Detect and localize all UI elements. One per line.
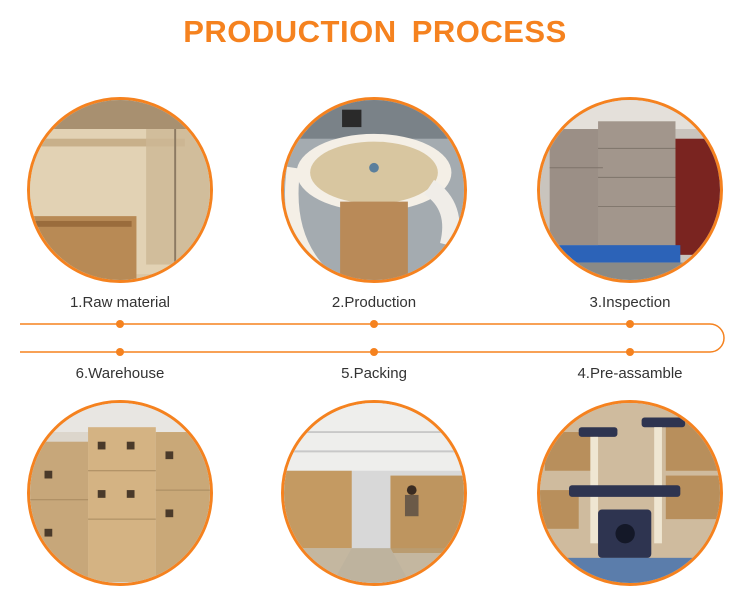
raw-material-photo xyxy=(27,97,213,283)
inspection-photo xyxy=(537,97,723,283)
page-title: PRODUCTION PROCESS xyxy=(183,14,567,49)
step-4-label: 4.Pre-assamble xyxy=(577,365,683,382)
timeline-dot-1 xyxy=(116,320,124,328)
timeline-dot-2 xyxy=(370,320,378,328)
step-3-label: 3.Inspection xyxy=(589,294,671,311)
packing-photo xyxy=(281,400,467,586)
step-1-label: 1.Raw material xyxy=(69,294,171,311)
pre-assemble-photo xyxy=(537,400,723,586)
production-photo xyxy=(281,97,467,283)
step-6-label: 6.Warehouse xyxy=(75,365,165,382)
warehouse-photo xyxy=(27,400,213,586)
timeline-dot-3 xyxy=(626,320,634,328)
timeline-line xyxy=(20,323,725,353)
timeline-dot-6 xyxy=(116,348,124,356)
timeline-dot-4 xyxy=(626,348,634,356)
step-2-label: 2.Production xyxy=(331,294,417,311)
timeline-dot-5 xyxy=(370,348,378,356)
step-5-label: 5.Packing xyxy=(341,365,407,382)
